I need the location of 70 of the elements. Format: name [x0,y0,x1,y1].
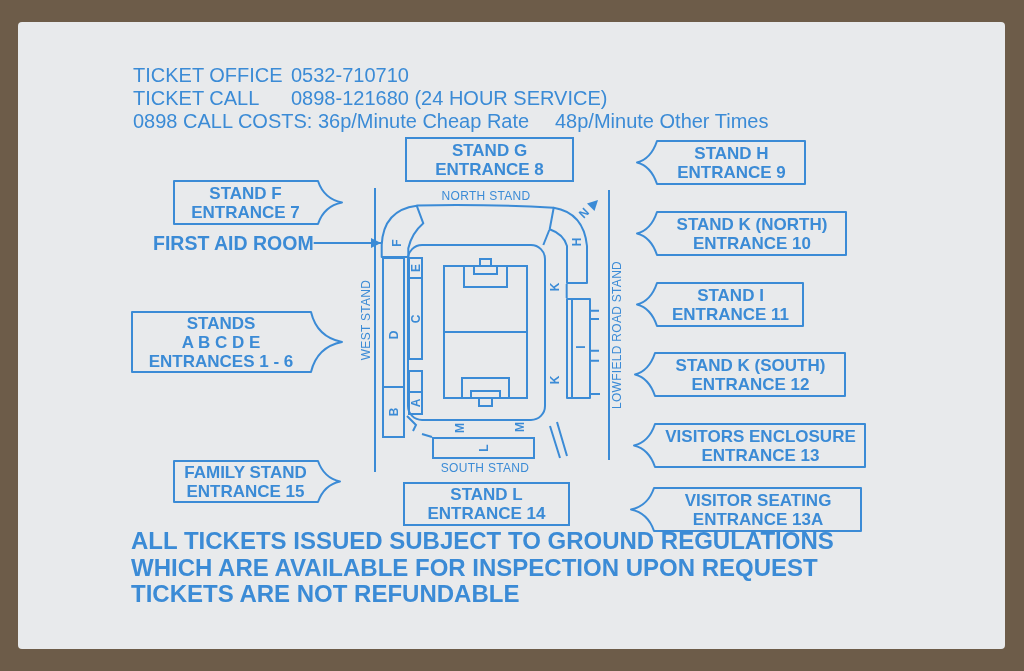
info-text: TICKET OFFICE [133,63,283,87]
callout-text: STAND L [450,485,523,504]
section-letter: C [409,314,422,323]
section-letter: B [387,407,400,417]
entrance-callout [173,460,341,503]
section-letter: K [549,282,561,292]
entrance-box [405,137,574,182]
section-letter: L [477,444,490,452]
callout-text: STAND F [209,183,282,203]
entrance-box [403,482,570,526]
section-letter: I [575,345,587,349]
entrance-callout [636,140,806,185]
callout-text: ENTRANCE 12 [691,374,810,394]
callout-text: STAND K (SOUTH) [675,355,826,375]
phone-number: 0532-710710 [291,63,409,87]
stand-name: SOUTH STAND [440,462,530,474]
notice-text: TICKETS ARE NOT REFUNDABLE [131,580,520,608]
compass-letter: N [576,205,592,221]
stand-section [408,277,423,360]
phone-number: 0898-121680 (24 HOUR SERVICE) [291,86,608,110]
notice-text: ALL TICKETS ISSUED SUBJECT TO GROUND REGULATIONS [131,527,834,555]
callout-text: STAND G [451,140,528,160]
callout-text: ENTRANCE 13 [701,445,820,465]
callout-text: ENTRANCE 11 [671,304,790,324]
stand-section [382,257,405,388]
notice-text: WHICH ARE AVAILABLE FOR INSPECTION UPON REQUEST [131,554,818,582]
leader-arrow [312,238,382,248]
entrance-callout [630,487,862,532]
info-text: TICKET CALL [133,86,260,110]
entrance-callout [633,423,866,468]
callout-text: ENTRANCE 8 [435,159,544,179]
callout-text: ENTRANCE 13A [692,509,824,529]
callout-text: ENTRANCE 7 [191,202,300,222]
callout-text: ENTRANCE 14 [427,504,546,523]
entrance-callout [173,180,343,225]
entrance-callout [636,211,847,256]
callout-text: ENTRANCE 10 [692,233,812,253]
section-letter: E [409,264,422,272]
stand-section [408,257,423,279]
stand-name: WEST STAND [360,279,372,361]
stand-name: NORTH STAND [441,190,531,202]
callout-text: STAND K (NORTH) [676,214,828,234]
stand-section [566,298,602,399]
section-letter: D [387,330,400,340]
section-letter: F [391,239,403,247]
callout-text: FAMILY STAND [184,462,307,482]
stand-section [408,391,423,415]
section-letter: H [570,237,583,246]
callout-text: ENTRANCES 1 - 6 [148,351,294,371]
entrance-callout [636,282,804,327]
stand-name: LOWFIELD ROAD STAND [611,260,623,410]
stand-section [382,386,405,438]
info-text: 0898 CALL COSTS: 36p/Minute Cheap Rate [133,109,530,133]
callout-text: ENTRANCE 9 [677,162,786,182]
info-text: 48p/Minute Other Times [555,109,769,133]
callout-text: VISITOR SEATING [684,490,832,510]
callout-text: STAND H [694,143,769,163]
stand-section [381,205,425,258]
callout-text: STANDS [186,313,256,333]
section-letter: A [409,398,422,408]
callout-text: A B C D E [181,332,261,352]
first-aid-label: FIRST AID ROOM [153,231,314,255]
callout-text: ENTRANCE 15 [186,481,305,501]
entrance-callout [131,311,343,373]
callout-text: VISITORS ENCLOSURE [665,426,856,446]
callout-text: STAND I [697,285,764,305]
entrance-callout [634,352,846,397]
section-letter: M [454,423,466,433]
stand-section [432,437,535,459]
stand-section [408,370,423,393]
